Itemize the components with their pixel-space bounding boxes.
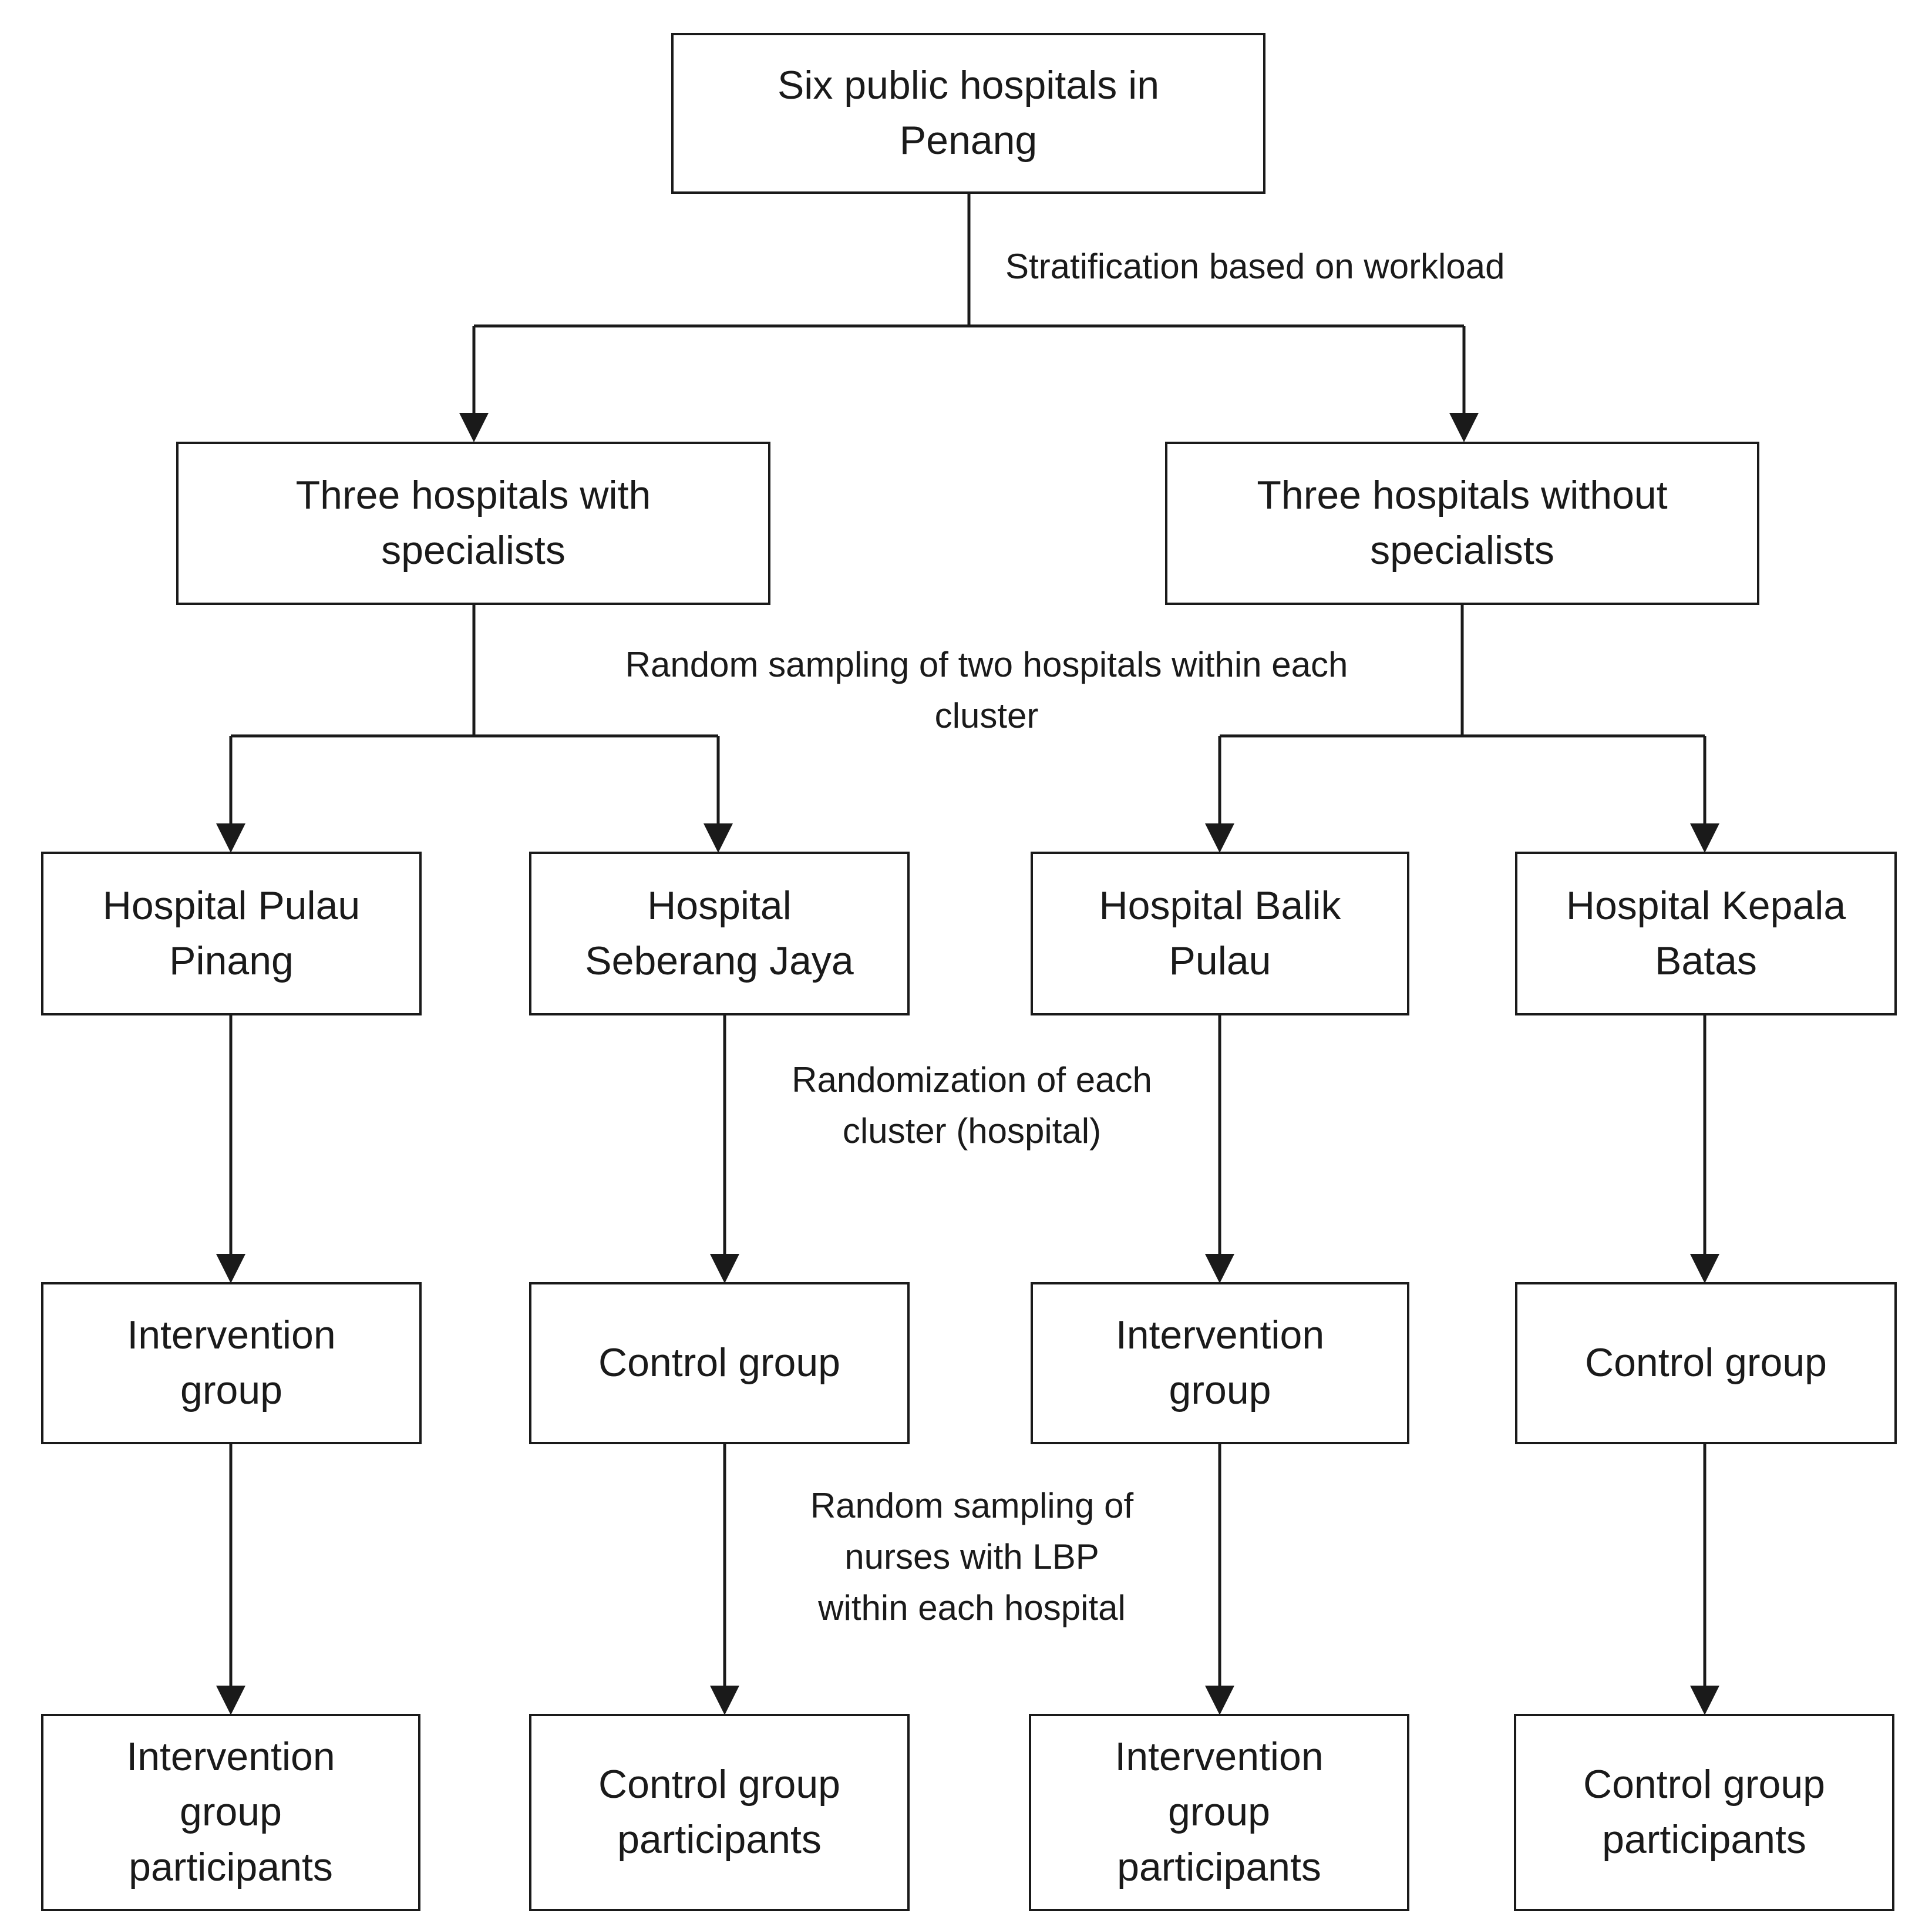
randomization-note-text: Randomization of each cluster (hospital) — [792, 1060, 1152, 1151]
stratum-label: Three hospitals with specialists — [295, 473, 651, 573]
nurse-sampling-note-text: Random sampling of nurses with LBP withi… — [810, 1486, 1134, 1627]
stratification-note: Stratification based on workload — [1005, 247, 1505, 286]
intervention-group-box: Intervention group — [41, 1282, 422, 1444]
hospital-box: Hospital Kepala Batas — [1515, 852, 1897, 1015]
hospital-label: Hospital Kepala Batas — [1566, 883, 1846, 983]
group-label: Control group — [1584, 1340, 1827, 1385]
group-label: Intervention group — [127, 1313, 336, 1413]
stratum-label: Three hospitals without specialists — [1257, 473, 1668, 573]
nurse-sampling-note: Random sampling of nurses with LBP withi… — [805, 1480, 1139, 1633]
stratum-box-with-specialists: Three hospitals with specialists — [176, 442, 770, 605]
hospital-label: Hospital Pulau Pinang — [102, 883, 361, 983]
intervention-group-box: Intervention group — [1031, 1282, 1409, 1444]
participants-label: Control group participants — [598, 1762, 841, 1862]
intervention-participants-box: Intervention group participants — [1029, 1714, 1409, 1911]
stratum-box-without-specialists: Three hospitals without specialists — [1165, 442, 1759, 605]
control-participants-box: Control group participants — [529, 1714, 910, 1911]
root-box: Six public hospitals in Penang — [671, 33, 1265, 194]
hospital-label: Hospital Balik Pulau — [1099, 883, 1341, 983]
hospital-label: Hospital Seberang Jaya — [585, 883, 854, 983]
hospital-sampling-note-text: Random sampling of two hospitals within … — [625, 645, 1348, 735]
hospital-box: Hospital Pulau Pinang — [41, 852, 422, 1015]
hospital-box: Hospital Balik Pulau — [1031, 852, 1409, 1015]
hospital-box: Hospital Seberang Jaya — [529, 852, 910, 1015]
group-label: Intervention group — [1115, 1313, 1325, 1413]
hospital-sampling-note: Random sampling of two hospitals within … — [575, 639, 1398, 741]
participants-label: Intervention group participants — [126, 1734, 335, 1889]
group-label: Control group — [598, 1340, 841, 1385]
participants-label: Intervention group participants — [1115, 1734, 1324, 1889]
control-group-box: Control group — [529, 1282, 910, 1444]
randomization-note: Randomization of each cluster (hospital) — [781, 1054, 1163, 1156]
root-label: Six public hospitals in Penang — [777, 63, 1160, 163]
control-group-box: Control group — [1515, 1282, 1897, 1444]
control-participants-box: Control group participants — [1514, 1714, 1894, 1911]
participants-label: Control group participants — [1583, 1762, 1826, 1862]
intervention-participants-box: Intervention group participants — [41, 1714, 420, 1911]
